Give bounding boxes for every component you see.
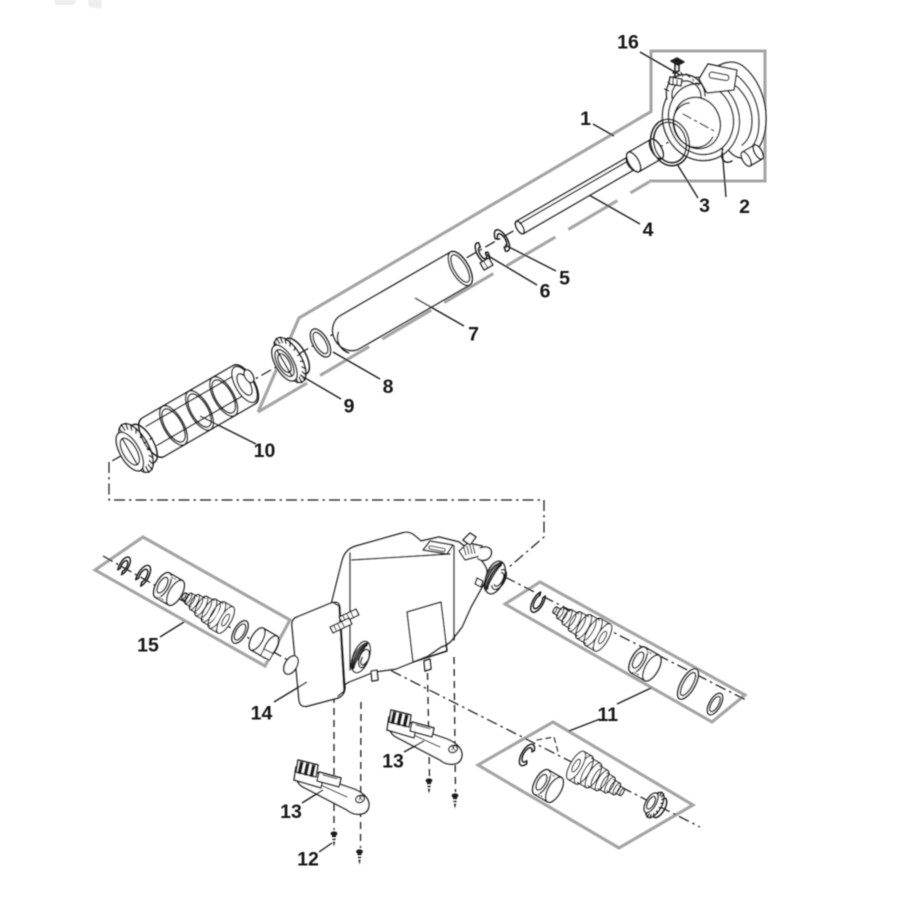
svg-text:13: 13 (382, 751, 404, 773)
svg-text:16: 16 (617, 32, 639, 54)
svg-text:13: 13 (280, 801, 302, 823)
svg-text:9: 9 (344, 396, 355, 418)
svg-text:10: 10 (254, 440, 276, 462)
svg-text:3: 3 (699, 195, 710, 217)
svg-text:12: 12 (297, 849, 319, 871)
svg-text:7: 7 (468, 324, 479, 346)
svg-text:14: 14 (251, 703, 273, 725)
svg-text:4: 4 (643, 219, 654, 241)
svg-text:8: 8 (383, 376, 394, 398)
svg-text:2: 2 (739, 196, 750, 218)
svg-text:5: 5 (559, 268, 570, 290)
svg-text:15: 15 (137, 635, 159, 657)
svg-text:6: 6 (540, 281, 551, 303)
svg-text:11: 11 (597, 704, 618, 726)
svg-text:1: 1 (580, 108, 591, 130)
